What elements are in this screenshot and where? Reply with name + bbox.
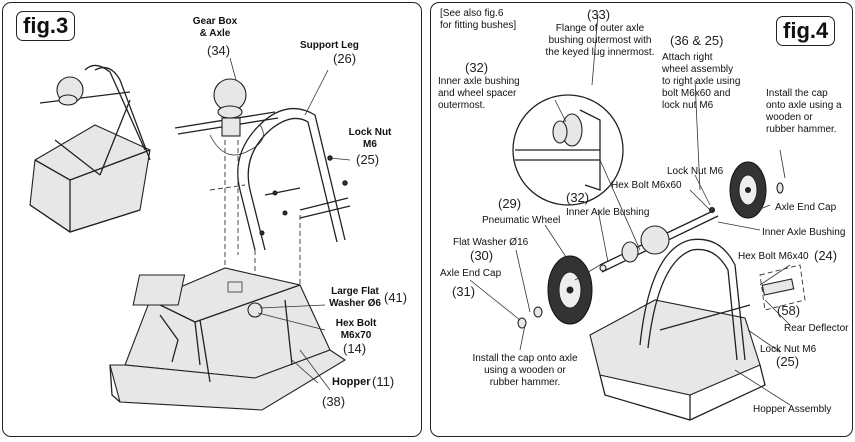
gear-box-label-line2: & Axle <box>199 28 231 39</box>
part-25-number: (25) <box>776 354 800 369</box>
part-29-number: (29) <box>498 196 522 211</box>
cap-note-line2: onto axle using a <box>766 100 842 111</box>
support-leg-label: Support Leg <box>300 40 359 51</box>
pneumatic-wheel-label: Pneumatic Wheel <box>482 215 561 226</box>
see-also-line1: [See also fig.6 <box>440 8 504 19</box>
install-cap-line2: using a wooden or <box>484 365 566 376</box>
attach-note-line5: lock nut M6 <box>662 100 714 111</box>
fig3-gear-box <box>174 78 279 156</box>
lock-nut-label-line1: Lock Nut <box>348 127 392 138</box>
fig3-hopper <box>109 267 347 411</box>
fig3-tag: fig.3 <box>16 11 76 41</box>
part-32-top-number: (32) <box>465 60 489 75</box>
hex-bolt-number: (14) <box>343 341 367 356</box>
see-also-line2: for fitting bushes] <box>440 20 517 31</box>
fig3-fasteners <box>259 155 348 236</box>
gear-box-number: (34) <box>207 43 231 58</box>
hex-bolt-label-line2: M6x70 <box>340 330 372 341</box>
rear-deflector-label: Rear Deflector <box>784 323 849 334</box>
hex-bolt-m6x40-label: Hex Bolt M6x40 <box>738 251 809 262</box>
lock-nut-label: Lock Nut M6 <box>345 127 395 151</box>
inner-bushing-note: Inner axle bushing and wheel spacer oute… <box>438 76 520 112</box>
axle-end-cap-right-label: Axle End Cap <box>775 202 837 213</box>
part-24-number: (24) <box>814 248 838 263</box>
part-38-number: (38) <box>322 394 346 409</box>
attach-note-line4: bolt M6x60 and <box>662 88 731 99</box>
fig3-small-machine <box>29 64 151 233</box>
lock-nut-m6-label: Lock Nut M6 <box>667 166 724 177</box>
hex-bolt-label: Hex Bolt M6x70 <box>330 318 382 342</box>
lock-nut-m6-bottom-label: Lock Nut M6 <box>760 344 817 355</box>
cap-note-line4: rubber hammer. <box>766 124 837 135</box>
inner-axle-bushing-label: Inner Axle Bushing <box>566 207 650 218</box>
fig3-leaders <box>229 57 351 391</box>
washer-label-line1: Large Flat <box>331 286 379 297</box>
fig4-leaders <box>469 13 791 406</box>
part-36-25-number: (36 & 25) <box>670 33 724 48</box>
hopper-number: (11) <box>372 374 395 389</box>
hex-bolt-m6x60-label: Hex Bolt M6x60 <box>611 180 682 191</box>
washer-number: (41) <box>384 290 408 305</box>
part-32-number: (32) <box>566 190 590 205</box>
install-cap-line1: Install the cap onto axle <box>472 353 578 364</box>
install-cap-line3: rubber hammer. <box>489 377 561 388</box>
fig4-axle <box>574 209 719 281</box>
part-33-number: (33) <box>587 7 611 22</box>
fig4-left-wheel <box>517 255 607 329</box>
flange-note-line2: bushing outermost with <box>548 35 652 46</box>
part-30-number: (30) <box>470 248 494 263</box>
see-also-note: [See also fig.6 for fitting bushes] <box>440 8 516 32</box>
inner-bushing-note-line3: outermost. <box>438 100 486 111</box>
inner-bushing-note-line2: and wheel spacer <box>438 88 517 99</box>
inner-axle-bushing-right-label: Inner Axle Bushing <box>762 227 846 238</box>
gear-box-label: Gear Box & Axle <box>185 16 245 40</box>
hopper-assembly-label: Hopper Assembly <box>753 404 832 415</box>
fig4-machine <box>589 238 806 421</box>
lock-nut-label-line2: M6 <box>363 139 377 150</box>
cap-note-line3: wooden or <box>766 112 813 123</box>
cap-note-line1: Install the cap <box>766 88 828 99</box>
flange-note-line3: the keyed lug innermost. <box>545 47 655 58</box>
lock-nut-number: (25) <box>356 152 380 167</box>
washer-label: Large Flat Washer Ø6 <box>325 286 385 310</box>
axle-end-cap-left-label: Axle End Cap <box>440 268 502 279</box>
inner-bushing-note-line1: Inner axle bushing <box>438 76 520 87</box>
fig4-detail-circle <box>512 94 641 251</box>
part-58-number: (58) <box>777 303 801 318</box>
install-cap-left-note: Install the cap onto axle using a wooden… <box>460 353 590 389</box>
washer-label-line2: Washer Ø6 <box>329 298 381 309</box>
support-leg-number: (26) <box>333 51 357 66</box>
fig4-tag: fig.4 <box>776 16 836 46</box>
attach-wheel-note: Attach right wheel assembly to right axl… <box>662 52 740 112</box>
attach-note-line2: wheel assembly <box>662 64 734 75</box>
part-31-number: (31) <box>452 284 476 299</box>
attach-note-line3: to right axle using <box>662 76 741 87</box>
hopper-label: Hopper <box>332 376 371 388</box>
attach-note-line1: Attach right <box>662 52 713 63</box>
gear-box-label-line1: Gear Box <box>192 16 238 27</box>
hex-bolt-label-line1: Hex Bolt <box>335 318 377 329</box>
install-cap-right-note: Install the cap onto axle using a wooden… <box>766 88 842 136</box>
flat-washer-label: Flat Washer Ø16 <box>453 237 529 248</box>
flange-note: Flange of outer axle bushing outermost w… <box>540 23 660 59</box>
flange-note-line1: Flange of outer axle <box>555 23 645 34</box>
